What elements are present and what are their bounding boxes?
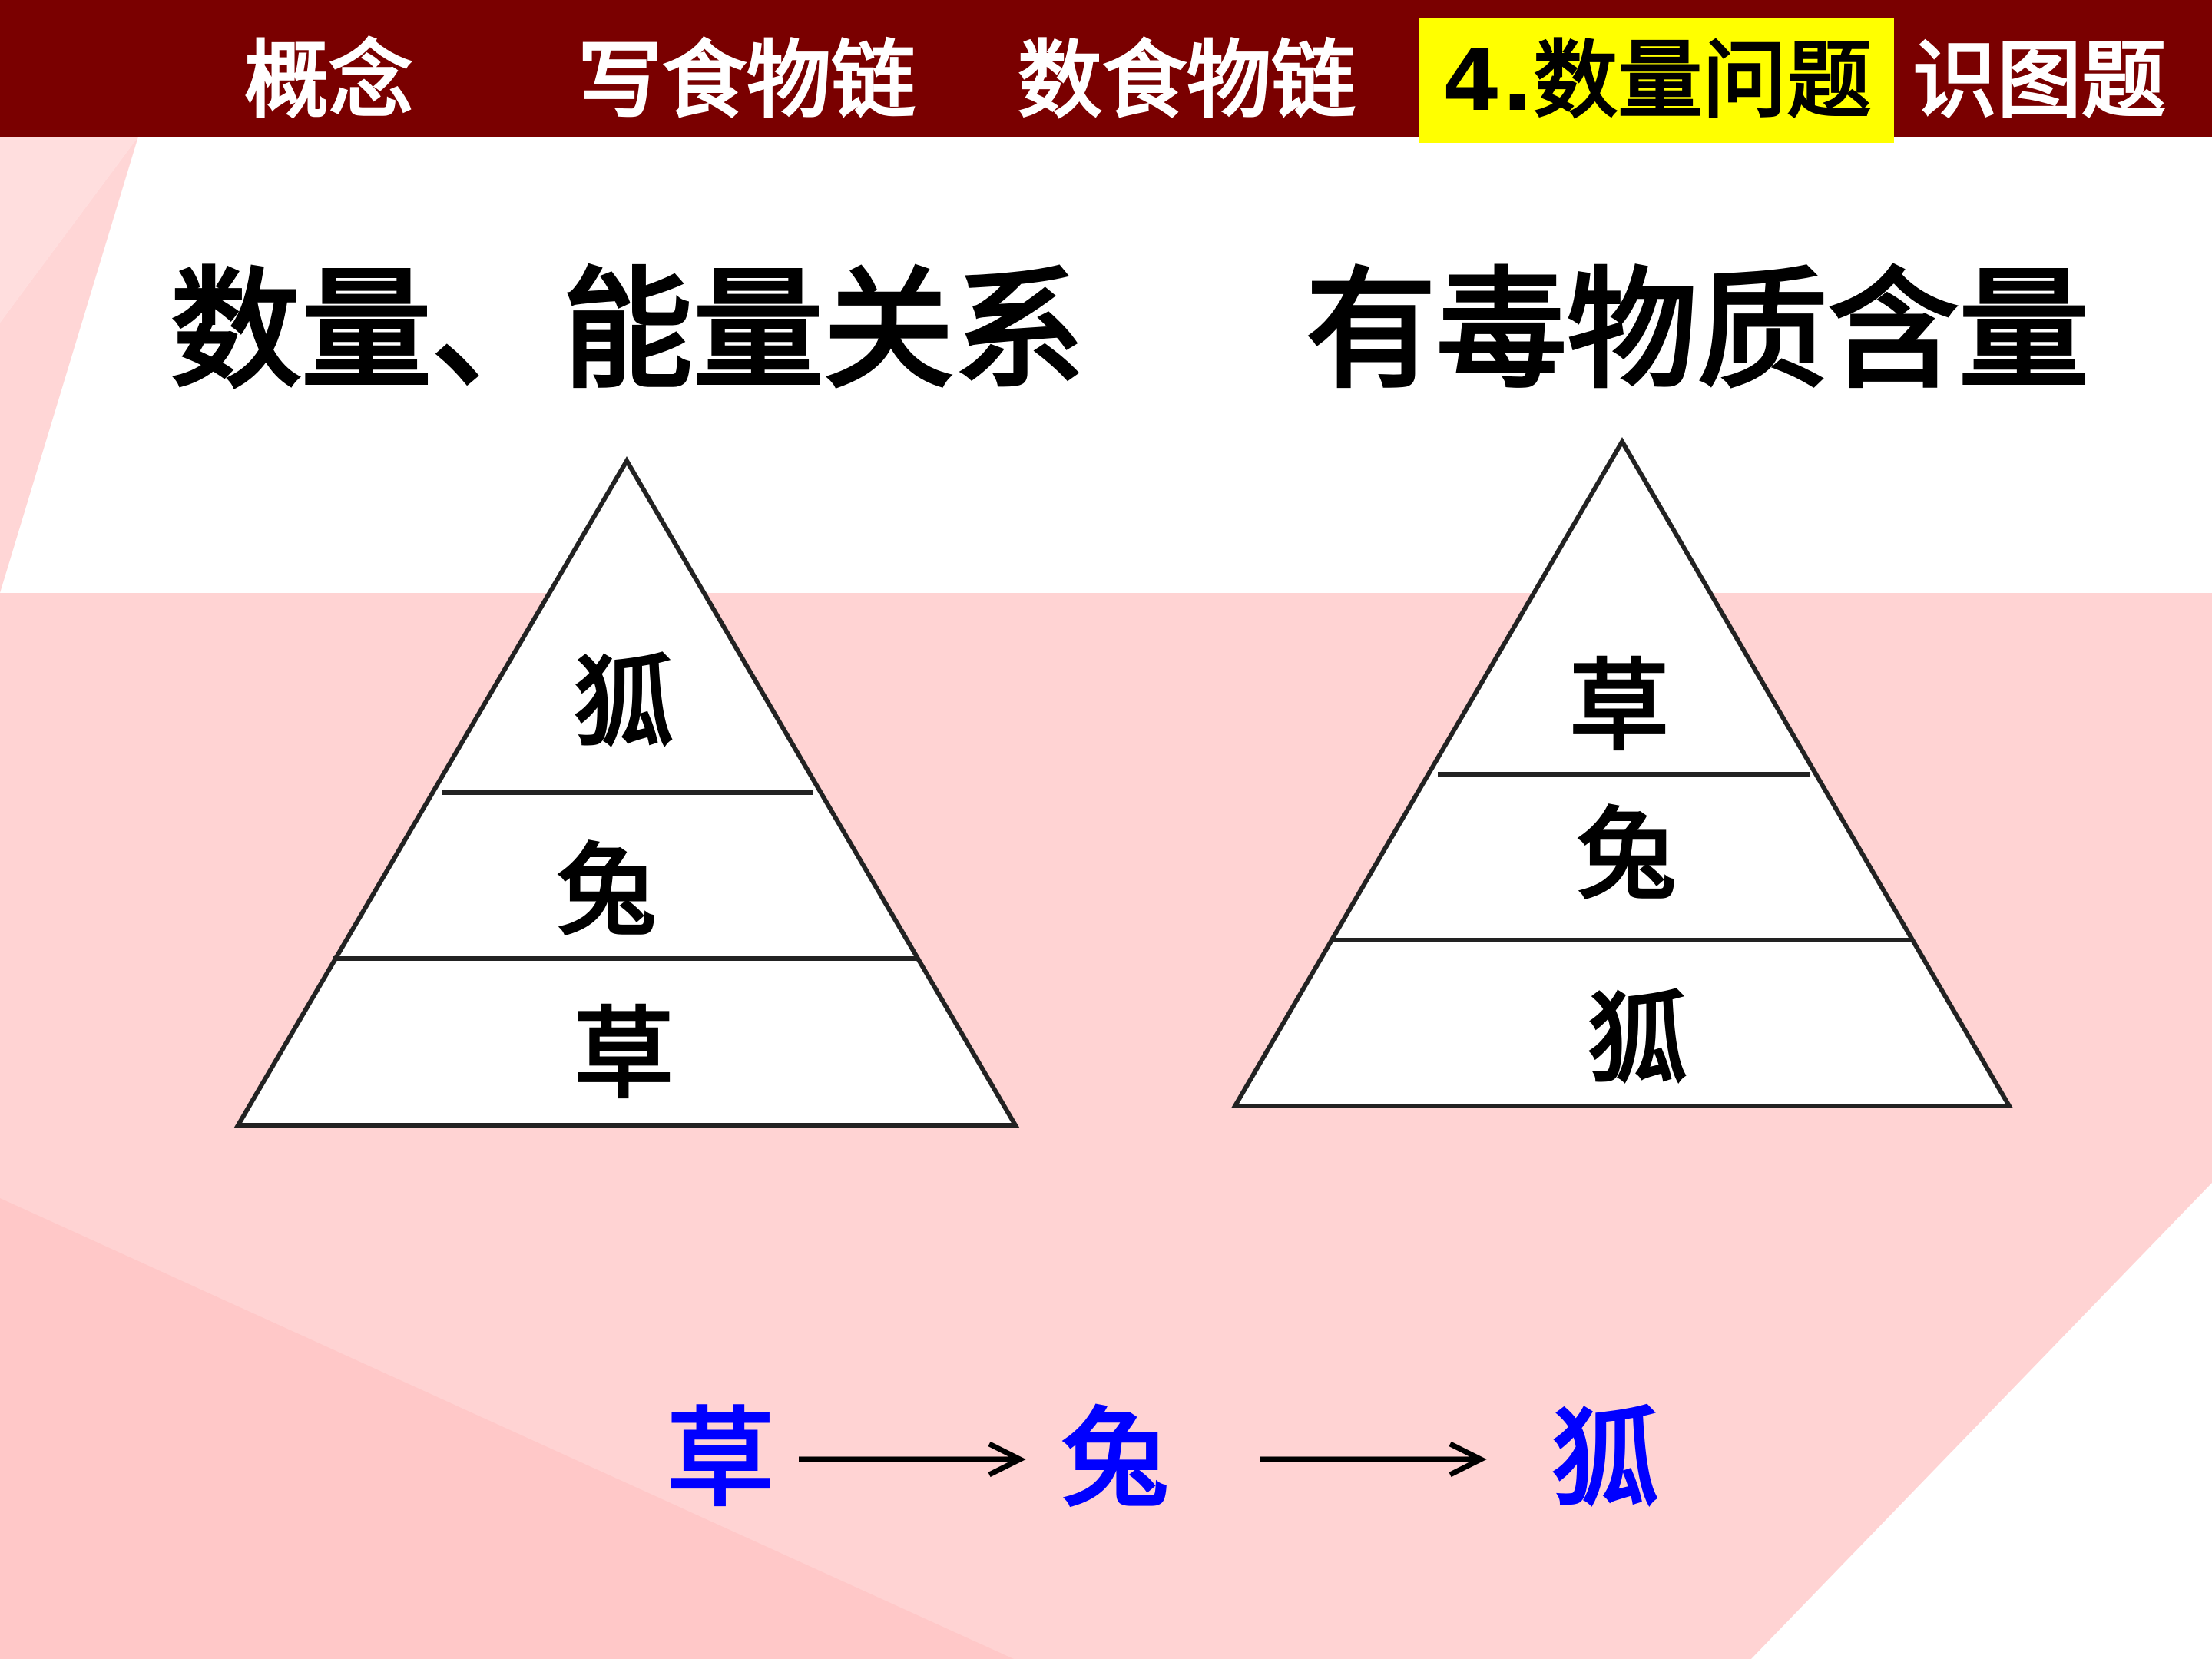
- pyramid-right-level-top: 草: [1569, 647, 1669, 765]
- nav-tab-concept[interactable]: 概念: [244, 31, 413, 130]
- pyramid-left-level-bottom: 草: [574, 995, 674, 1113]
- nav-tab-quantity-problem[interactable]: 4.数量问题: [1419, 18, 1895, 143]
- pyramid-right-level-bottom: 狐: [1588, 980, 1687, 1098]
- pyramid-left-level-top: 狐: [574, 644, 674, 761]
- nav-tab-count-food-chain[interactable]: 数食物链: [1018, 31, 1356, 130]
- pyramid-right-level-middle: 兔: [1577, 796, 1677, 913]
- food-chain-item-fox: 狐: [1551, 1396, 1660, 1522]
- heading-quantity-energy: 数量、能量关系: [171, 253, 1085, 407]
- heading-toxin-content: 有毒物质含量: [1306, 253, 2090, 407]
- food-chain-arrow-2: [1260, 1441, 1487, 1478]
- food-chain-item-grass: 草: [667, 1396, 775, 1522]
- food-chain-item-rabbit: 兔: [1061, 1396, 1170, 1522]
- nav-tab-write-food-chain[interactable]: 写食物链: [578, 31, 916, 130]
- food-chain-arrow-1: [799, 1441, 1026, 1478]
- pyramid-left-level-middle: 兔: [557, 832, 657, 949]
- nav-tab-diagram-questions[interactable]: 识图题: [1912, 31, 2166, 130]
